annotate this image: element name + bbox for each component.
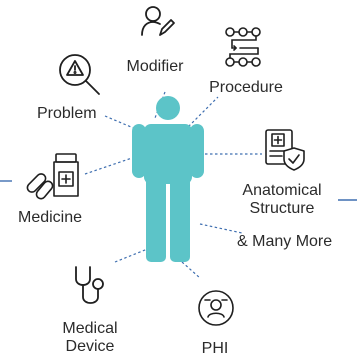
modifier-label: Modifier bbox=[126, 58, 184, 75]
procedure-label: Procedure bbox=[209, 79, 283, 96]
medical-record-shield-icon bbox=[264, 128, 306, 172]
phi-label: PHI bbox=[201, 340, 229, 357]
connector-phi bbox=[181, 261, 201, 279]
anatomical-label-line1: Anatomical bbox=[242, 182, 322, 199]
user-edit-icon bbox=[140, 4, 175, 38]
person-silhouette-icon bbox=[130, 96, 206, 264]
id-badge-icon bbox=[196, 288, 236, 328]
many-more-label: & Many More bbox=[237, 233, 333, 250]
anatomical-label-line2: Structure bbox=[249, 200, 315, 218]
device-label-line2: Device bbox=[65, 338, 115, 356]
connector-many-more bbox=[199, 223, 243, 234]
anatomical-structure-label: Anatomical Structure bbox=[222, 182, 342, 219]
workflow-steps-icon bbox=[224, 26, 262, 68]
warning-magnifier-icon bbox=[57, 52, 103, 98]
medicine-label: Medicine bbox=[18, 209, 83, 226]
stethoscope-icon bbox=[70, 265, 116, 309]
medical-device-label: Medical Device bbox=[45, 320, 135, 357]
pill-bottle-icon bbox=[26, 152, 82, 200]
device-label-line1: Medical bbox=[62, 320, 118, 337]
connector-medicine bbox=[84, 157, 133, 175]
connector-device bbox=[114, 247, 151, 263]
problem-label: Problem bbox=[37, 105, 97, 122]
